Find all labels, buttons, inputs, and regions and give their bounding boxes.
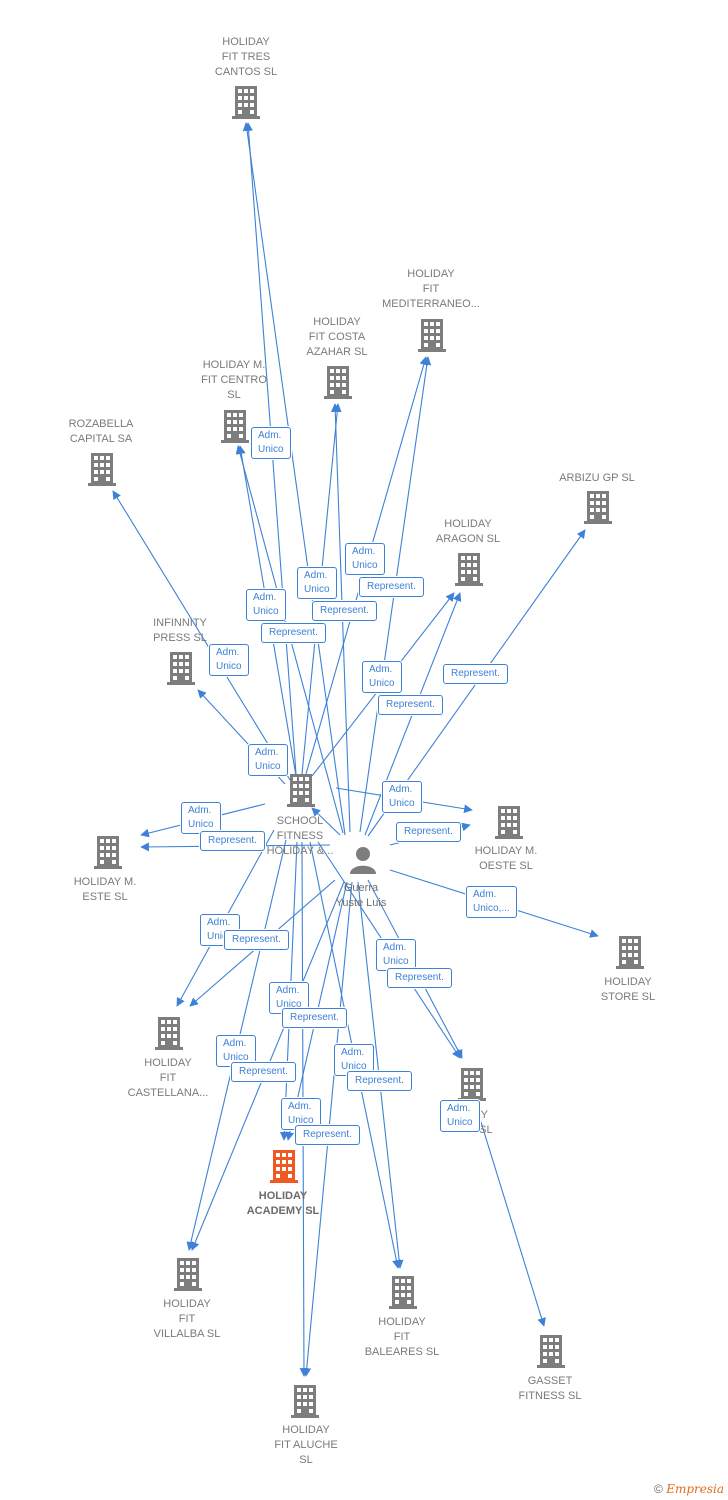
edge-label-represent[interactable]: Represent. — [282, 1008, 347, 1028]
edge-label-represent[interactable]: Represent. — [387, 968, 452, 988]
building-icon — [455, 553, 483, 586]
person-icon — [350, 847, 376, 874]
building-icon — [167, 652, 195, 685]
node-label-costa-azahar[interactable]: HOLIDAY FIT COSTA AZAHAR SL — [306, 316, 368, 358]
building-icon — [232, 86, 260, 119]
edge-label-adm-unico[interactable]: Adm. Unico — [440, 1100, 480, 1132]
edge-label-adm-unico[interactable]: Adm. Unico,... — [466, 886, 517, 918]
node-label-school[interactable]: SCHOOL FITNESS HOLIDAY &... — [266, 815, 334, 857]
building-icon — [291, 1385, 319, 1418]
edge-label-represent[interactable]: Represent. — [359, 577, 424, 597]
building-icon — [537, 1335, 565, 1368]
building-icon-focus — [270, 1150, 298, 1183]
edge-label-adm-unico[interactable]: Adm. Unico — [297, 567, 337, 599]
edge-hidden-gasset — [475, 1105, 546, 1327]
building-icon — [495, 806, 523, 839]
node-label-rozabella[interactable]: ROZABELLA CAPITAL SA — [68, 418, 134, 445]
node-label-aragon[interactable]: HOLIDAY ARAGON SL — [435, 518, 501, 545]
node-label-person[interactable]: Guerra Yuste Luis — [335, 882, 387, 909]
node-label-hidden-fit[interactable]: AY F SL — [469, 1109, 493, 1136]
edge-label-represent[interactable]: Represent. — [261, 623, 326, 643]
edge-label-adm-unico[interactable]: Adm. Unico — [251, 427, 291, 459]
edge-label-represent[interactable]: Represent. — [378, 695, 443, 715]
edge-label-represent[interactable]: Represent. — [295, 1125, 360, 1145]
edge-label-represent[interactable]: Represent. — [347, 1071, 412, 1091]
edge-label-adm-unico[interactable]: Adm. Unico — [345, 543, 385, 575]
footer-credit: © Empresia — [654, 1482, 724, 1496]
building-icon — [458, 1068, 486, 1101]
building-icon — [287, 774, 315, 807]
node-label-m-oeste[interactable]: HOLIDAY M. OESTE SL — [474, 845, 538, 872]
edge-label-adm-unico[interactable]: Adm. Unico — [248, 744, 288, 776]
edge-label-represent[interactable]: Represent. — [224, 930, 289, 950]
building-icon — [584, 491, 612, 524]
edge-person-school — [311, 807, 341, 836]
node-label-castellana[interactable]: HOLIDAY FIT CASTELLANA... — [127, 1057, 209, 1099]
node-label-m-este[interactable]: HOLIDAY M. ESTE SL — [73, 876, 137, 903]
building-icon — [418, 319, 446, 352]
building-icon — [94, 836, 122, 869]
edge-label-adm-unico[interactable]: Adm. Unico — [216, 1035, 256, 1067]
edge-label-adm-unico[interactable]: Adm. Unico — [209, 644, 249, 676]
edge-label-adm-unico[interactable]: Adm. Unico — [362, 661, 402, 693]
edge-label-represent[interactable]: Represent. — [443, 664, 508, 684]
node-label-aluche[interactable]: HOLIDAY FIT ALUCHE SL — [274, 1424, 338, 1466]
edge-label-represent[interactable]: Represent. — [231, 1062, 296, 1082]
edge-label-adm-unico[interactable]: Adm. Unico — [181, 802, 221, 834]
node-label-tres-cantos[interactable]: HOLIDAY FIT TRES CANTOS SL — [214, 36, 278, 78]
node-label-baleares[interactable]: HOLIDAY FIT BALEARES SL — [364, 1316, 440, 1358]
building-icon — [389, 1276, 417, 1309]
building-icon — [88, 453, 116, 486]
building-icon — [221, 410, 249, 443]
edge-person-tres-cantos — [242, 122, 346, 836]
node-label-villalba[interactable]: HOLIDAY FIT VILLALBA SL — [153, 1298, 221, 1340]
building-icon — [616, 936, 644, 969]
node-label-arbizu[interactable]: ARBIZU GP SL — [559, 472, 635, 484]
edge-label-adm-unico[interactable]: Adm. Unico — [382, 781, 422, 813]
edge-label-represent[interactable]: Represent. — [312, 601, 377, 621]
edge-label-adm-unico[interactable]: Adm. Unico — [281, 1098, 321, 1130]
building-icon — [324, 366, 352, 399]
edge-label-represent[interactable]: Represent. — [200, 831, 265, 851]
node-label-store[interactable]: HOLIDAY STORE SL — [600, 976, 656, 1003]
building-icon — [155, 1017, 183, 1050]
copyright-symbol: © — [654, 1482, 663, 1496]
edge-label-adm-unico[interactable]: Adm. Unico — [376, 939, 416, 971]
edge-label-adm-unico[interactable]: Adm. Unico — [246, 589, 286, 621]
node-label-gasset[interactable]: GASSET FITNESS SL — [518, 1375, 582, 1402]
node-label-mediterraneo[interactable]: HOLIDAY FIT MEDITERRANEO... — [382, 268, 480, 310]
node-label-academy[interactable]: HOLIDAY ACADEMY SL — [246, 1190, 320, 1217]
edge-label-represent[interactable]: Represent. — [396, 822, 461, 842]
building-icon — [174, 1258, 202, 1291]
node-label-fit-centro[interactable]: HOLIDAY M. FIT CENTRO SL — [201, 359, 267, 401]
node-label-infinnity[interactable]: INFINNITY PRESS SL — [153, 617, 207, 644]
edge-school-rozabella — [112, 490, 291, 781]
brand-logo[interactable]: Empresia — [666, 1482, 724, 1496]
